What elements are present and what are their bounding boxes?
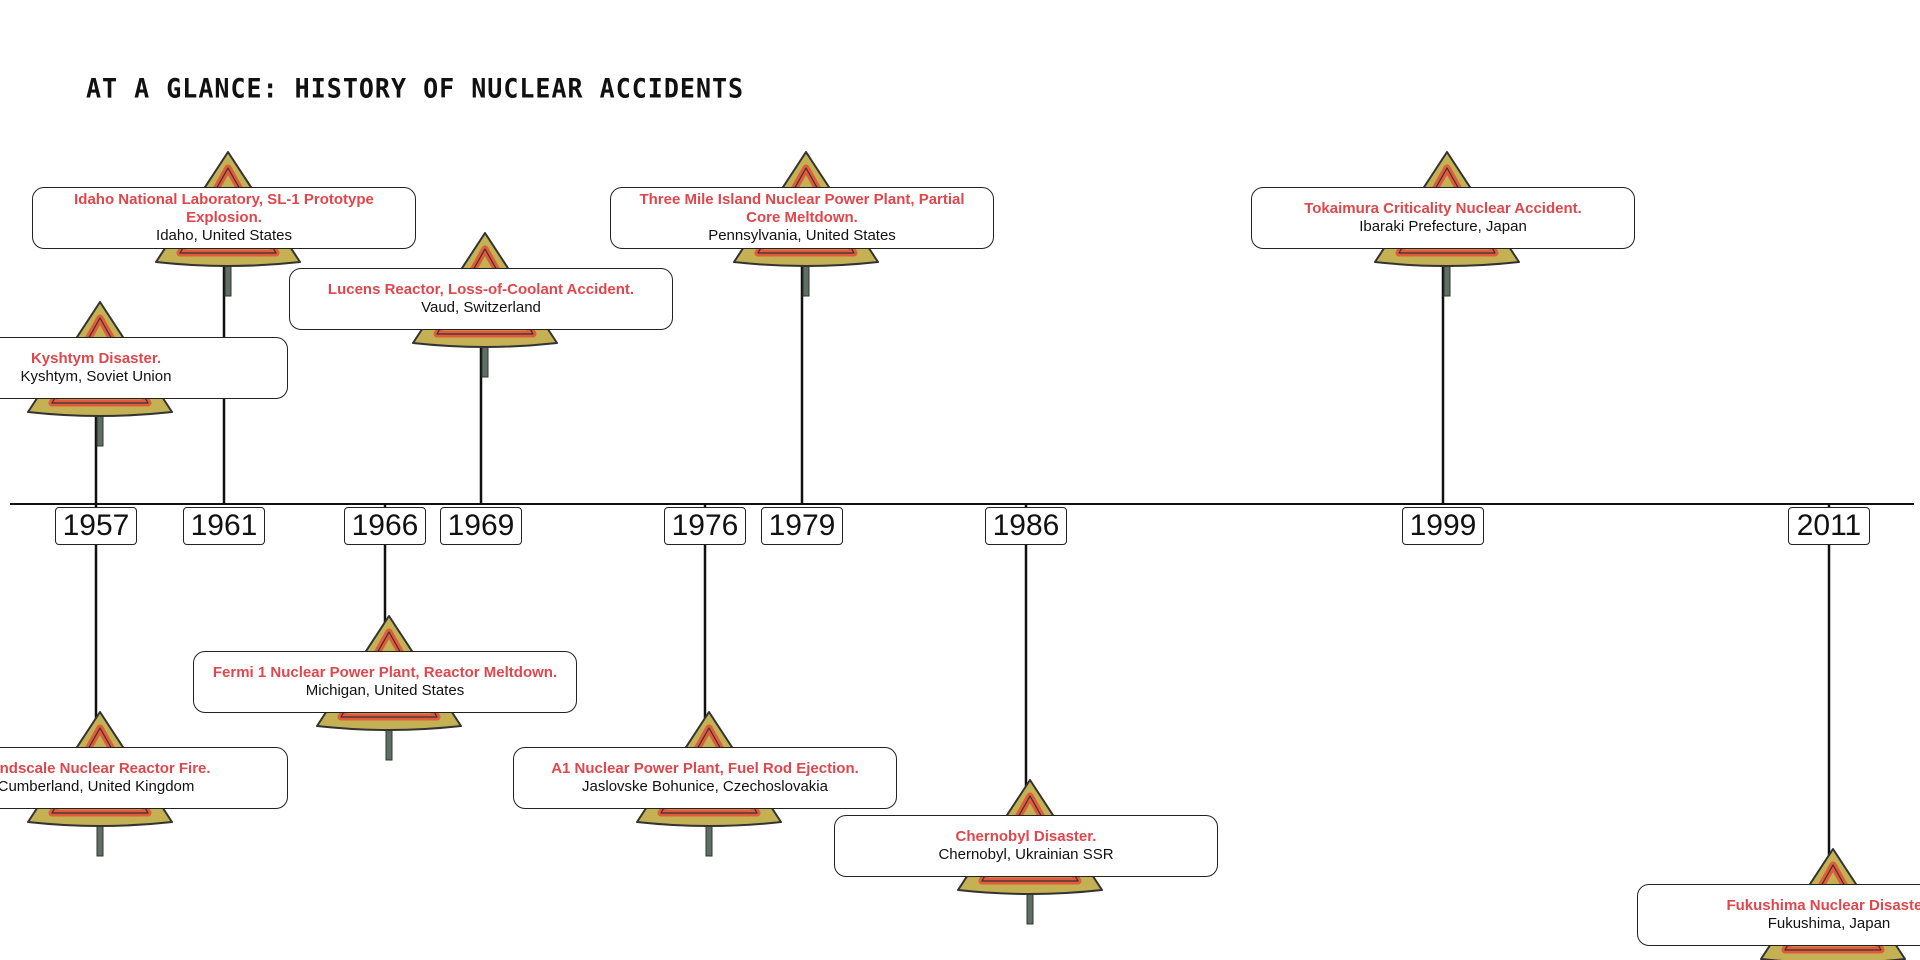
year-label: 1999	[1402, 507, 1484, 545]
year-label: 1961	[183, 507, 265, 545]
event-location: Pennsylvania, United States	[708, 227, 896, 244]
event-location: Kyshtym, Soviet Union	[20, 368, 172, 385]
page-title: AT A GLANCE: HISTORY OF NUCLEAR ACCIDENT…	[86, 73, 745, 104]
year-label: 1986	[985, 507, 1067, 545]
event-title: Fermi 1 Nuclear Power Plant, Reactor Mel…	[212, 664, 558, 681]
event-card: Windscale Nuclear Reactor Fire.Cumberlan…	[0, 747, 288, 809]
event-title: Lucens Reactor, Loss-of-Coolant Accident…	[327, 281, 635, 298]
event-card: Kyshtym Disaster.Kyshtym, Soviet Union	[0, 337, 288, 399]
event-card: Fukushima Nuclear Disaster.Fukushima, Ja…	[1637, 884, 1920, 946]
year-label: 2011	[1788, 507, 1870, 545]
event-location: Chernobyl, Ukrainian SSR	[938, 846, 1114, 863]
event-card: Three Mile Island Nuclear Power Plant, P…	[610, 187, 994, 249]
event-card: Tokaimura Criticality Nuclear Accident.I…	[1251, 187, 1635, 249]
year-label: 1979	[761, 507, 843, 545]
event-title: Idaho National Laboratory, SL-1 Prototyp…	[74, 191, 374, 226]
year-label: 1969	[440, 507, 522, 545]
year-label: 1976	[664, 507, 746, 545]
event-location: Cumberland, United Kingdom	[0, 778, 195, 795]
year-label: 1957	[55, 507, 137, 545]
event-card: Idaho National Laboratory, SL-1 Prototyp…	[32, 187, 416, 249]
event-title: Three Mile Island Nuclear Power Plant, P…	[639, 191, 965, 226]
event-location: Vaud, Switzerland	[421, 299, 541, 316]
event-location: Ibaraki Prefecture, Japan	[1359, 218, 1527, 235]
event-card: Lucens Reactor, Loss-of-Coolant Accident…	[289, 268, 673, 330]
event-title: Chernobyl Disaster.	[955, 828, 1097, 845]
event-card: Fermi 1 Nuclear Power Plant, Reactor Mel…	[193, 651, 577, 713]
event-title: Kyshtym Disaster.	[30, 350, 162, 367]
event-title: A1 Nuclear Power Plant, Fuel Rod Ejectio…	[551, 760, 859, 777]
event-location: Michigan, United States	[305, 682, 465, 699]
event-location: Idaho, United States	[156, 227, 292, 244]
event-location: Jaslovske Bohunice, Czechoslovakia	[582, 778, 828, 795]
year-label: 1966	[344, 507, 426, 545]
event-card: A1 Nuclear Power Plant, Fuel Rod Ejectio…	[513, 747, 897, 809]
event-card: Chernobyl Disaster.Chernobyl, Ukrainian …	[834, 815, 1218, 877]
event-title: Windscale Nuclear Reactor Fire.	[0, 760, 211, 777]
event-location: Fukushima, Japan	[1767, 915, 1891, 932]
event-title: Fukushima Nuclear Disaster.	[1726, 897, 1920, 914]
event-title: Tokaimura Criticality Nuclear Accident.	[1304, 200, 1582, 217]
